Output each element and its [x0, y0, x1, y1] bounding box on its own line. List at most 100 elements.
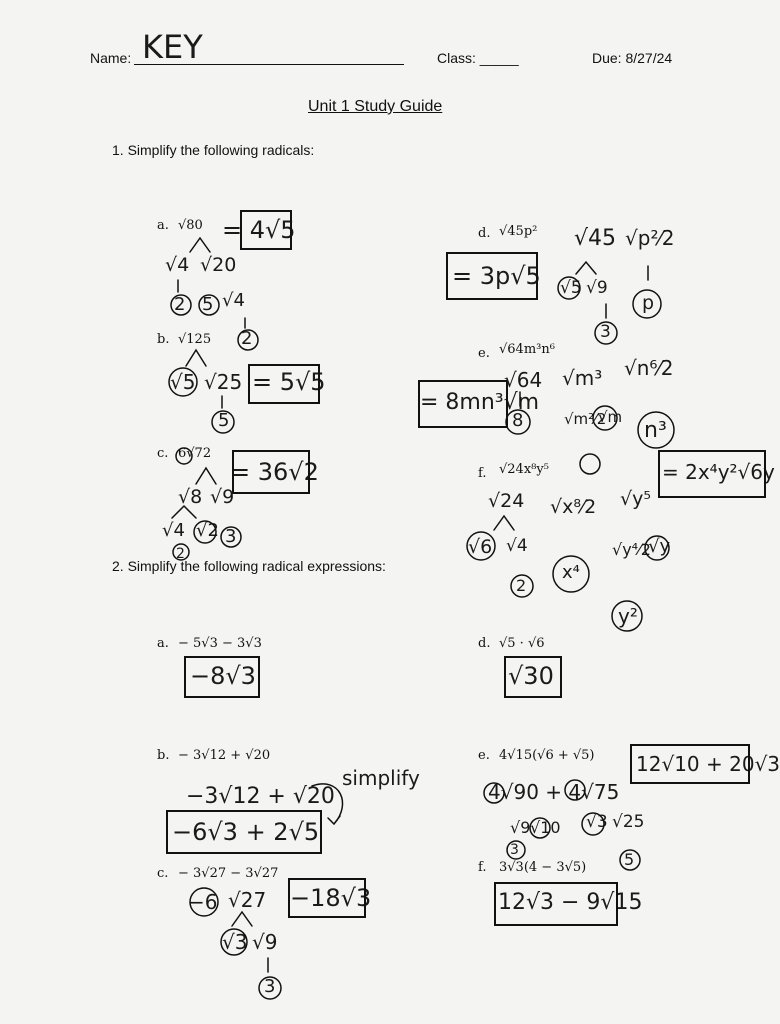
q1e-label: e. [478, 346, 490, 361]
question-1-prompt: 1. Simplify the following radicals: [112, 142, 315, 158]
q1b-branch [185, 348, 207, 367]
q1e-circle-m2 [579, 453, 601, 475]
q1a-branch [189, 236, 211, 253]
q1f-branch [493, 514, 515, 531]
q2c-work-1: −6 [188, 890, 218, 914]
q1c-answer-box [232, 450, 310, 494]
q1f-work-10: y² [618, 604, 638, 628]
q2c-work-5: 3 [264, 976, 276, 997]
name-underline [134, 64, 404, 65]
q1d-expression: √45p² [499, 224, 538, 239]
q1f-answer: = 2x⁴y²√6y [662, 460, 775, 484]
q2a-answer: −8√3 [190, 662, 256, 690]
q1f-work-4: √6 [468, 536, 493, 558]
q2e-work-1: 4√90 + 4√75 [488, 780, 620, 804]
q1d-answer: = 3p√5 [452, 262, 541, 290]
q1a-work-6: 2 [241, 328, 253, 349]
q1d-work-6: p [642, 292, 655, 314]
q1b-answer-box [248, 364, 320, 404]
q2c-work-3: √3 [222, 930, 248, 954]
class-label: Class: _____ [437, 50, 519, 66]
q1b-work-3: 5 [218, 410, 230, 431]
q2a-expression: − 5√3 − 3√3 [178, 636, 262, 651]
q2e-work-6: √25 [612, 812, 645, 832]
q1a-answer-box [240, 210, 292, 250]
q1c-work-6: 3 [225, 526, 237, 547]
q1e-work-4: 8 [512, 410, 524, 431]
q1c-branch-1 [195, 466, 217, 485]
q1f-answer-box [658, 450, 766, 498]
q1b-answer: = 5√5 [252, 368, 326, 396]
q1a-work-2: √20 [200, 254, 237, 276]
q1a-expression: √80 [178, 218, 203, 233]
question-2-prompt: 2. Simplify the following radical expres… [112, 558, 386, 574]
q1f-label: f. [478, 466, 487, 481]
q2e-work-4: 3 [510, 842, 519, 858]
q1c-work-5: √2 [196, 520, 219, 541]
q1f-work-2: √x⁸⁄2 [550, 496, 597, 518]
q1e-work-7: n³ [644, 418, 667, 443]
q1c-work-4: √4 [162, 520, 185, 541]
q2d-expression: √5 · √6 [499, 636, 545, 651]
q2e-label: e. [478, 748, 490, 763]
q1b-expression: √125 [178, 332, 212, 347]
q1f-work-3: √y⁵ [620, 488, 651, 510]
q2d-answer: √30 [508, 662, 554, 690]
q2e-answer-box [630, 744, 750, 784]
q2e-work-2: √9 [510, 818, 531, 837]
q2f-expression: 3√3(4 − 3√5) [499, 860, 587, 875]
q1d-work-5: 3 [600, 322, 611, 342]
q1c-answer: = 36√2 [230, 458, 319, 486]
q2b-expression: − 3√12 + √20 [178, 748, 271, 763]
q1b-work-2: √25 [204, 370, 243, 394]
q1c-expression: 6√72 [178, 446, 212, 461]
q1c-label: c. [157, 446, 169, 461]
q2b-work-1: −3√12 + √20 [186, 784, 335, 809]
q1a-label: a. [157, 218, 169, 233]
q1d-work-4: √9 [586, 278, 608, 298]
q2c-branch [231, 910, 253, 927]
q2b-answer-box [166, 810, 322, 854]
q1e-work-6: √m [598, 408, 623, 426]
q1d-work-1: √45 [574, 226, 617, 251]
q1f-work-7: x⁴ [562, 562, 580, 583]
q1e-work-1: √64 [504, 368, 543, 392]
q2c-answer-box [288, 878, 366, 918]
q1d-answer-box [446, 252, 538, 300]
q2c-work-4: √9 [252, 930, 278, 954]
q1f-work-6: 2 [516, 576, 527, 595]
q1f-work-9: √y [648, 536, 671, 557]
q2e-expression: 4√15(√6 + √5) [499, 748, 595, 763]
q1d-branch [575, 260, 597, 275]
q1e-work-3: √n⁶⁄2 [624, 356, 674, 380]
q2b-label: b. [157, 748, 170, 763]
q1f-work-8: √y⁴⁄2 [612, 540, 651, 559]
q1d-work-2: √p²⁄2 [625, 226, 675, 250]
name-label: Name: [90, 50, 132, 66]
q2c-answer: −18√3 [290, 884, 372, 912]
q1b-work-1: √5 [170, 370, 196, 394]
due-date: Due: 8/27/24 [592, 50, 673, 66]
q2c-label: c. [157, 866, 169, 881]
q1e-answer-box [418, 380, 508, 428]
q2e-work-7: 5 [624, 850, 635, 869]
q2e-work-3: √10 [530, 818, 561, 837]
q2e-work-5: √3 [586, 812, 608, 832]
q1a-work-5: √4 [222, 290, 245, 311]
q2d-answer-box [504, 656, 562, 698]
q1a-answer: = 4√5 [222, 216, 296, 244]
q2a-label: a. [157, 636, 169, 651]
q2f-label: f. [478, 860, 487, 875]
q1a-work-3: 2 [174, 294, 186, 315]
q2c-expression: − 3√27 − 3√27 [178, 866, 279, 881]
q1a-work-4: 5 [202, 294, 214, 315]
q2e-answer: 12√10 + 20√3 [636, 752, 780, 776]
q1e-work-2: √m³ [562, 366, 603, 390]
q2f-answer: 12√3 − 9√15 [498, 890, 643, 915]
q2f-answer-box [494, 882, 618, 926]
q1d-work-3: √5 [560, 278, 582, 298]
q1c-work-3: √9 [210, 486, 235, 508]
q1b-label: b. [157, 332, 170, 347]
name-value: KEY [142, 28, 203, 66]
